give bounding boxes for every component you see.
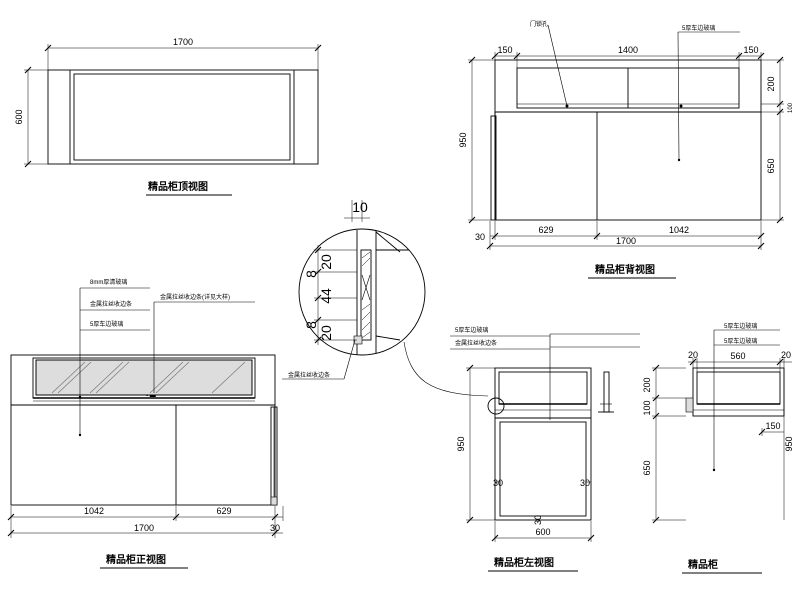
right-top-a-dim: 20 (688, 350, 698, 360)
left-label-1: 5厚车边玻璃 (455, 326, 488, 334)
back-top-left-dim: 150 (497, 45, 512, 55)
detail-d1-dim: 8 (303, 270, 319, 278)
right-h1-dim: 200 (642, 377, 652, 392)
front-view-outline (10, 354, 276, 506)
front-bot-a-dim: 1042 (84, 506, 104, 516)
right-top-c-dim: 20 (781, 350, 791, 360)
right-view-outline (692, 367, 785, 417)
right-label-1: 5厚车边玻璃 (724, 322, 757, 330)
front-view-title: 精品柜正视图 (106, 553, 166, 566)
front-bot-right-dim: 30 (270, 523, 280, 533)
front-bot-b-dim: 629 (216, 506, 231, 516)
detail-top-dim: 10 (352, 199, 368, 215)
front-label-4: 5厚车边玻璃 (90, 320, 123, 328)
detail-label: 金属拉丝收边条 (288, 371, 330, 379)
back-right-top-dim: 200 (766, 76, 776, 91)
left-side-b-dim: 30 (580, 478, 590, 488)
back-bot-a-dim: 629 (538, 225, 553, 235)
back-right-mid-dim: 100 (788, 102, 794, 113)
detail-circle (298, 228, 426, 356)
detail-d2-dim: 20 (318, 254, 334, 270)
detail-d3-dim: 44 (318, 288, 334, 304)
top-depth-dim: 600 (14, 109, 24, 124)
left-bottom-dim: 30 (533, 515, 543, 525)
right-view-title: 精品柜 (688, 558, 718, 571)
left-view: 5厚车边玻璃 金属拉丝收边条 950 30 30 30 600 精品柜左视图 (450, 326, 640, 572)
back-top-mid-dim: 1400 (618, 45, 638, 55)
top-view-outline (47, 69, 319, 165)
front-label-1: 8mm厚清玻璃 (90, 278, 127, 286)
right-top-b-dim: 560 (730, 351, 745, 361)
back-bot-b-dim: 1042 (669, 225, 689, 235)
left-width-dim: 600 (535, 527, 550, 537)
detail-d5-dim: 20 (318, 325, 334, 341)
back-bot-left-dim: 30 (475, 232, 485, 242)
right-h3-dim: 650 (642, 460, 652, 475)
right-view: 5厚车边玻璃 5厚车边玻璃 20 560 20 200 100 650 150 … (642, 322, 794, 574)
back-view-title: 精品柜背视图 (595, 263, 655, 276)
top-view-title: 精品柜顶视图 (148, 180, 208, 193)
left-view-title: 精品柜左视图 (494, 556, 554, 569)
right-label-2: 5厚车边玻璃 (724, 337, 757, 345)
front-label-2: 金属拉丝收边条 (90, 300, 132, 308)
front-view: 8mm厚清玻璃 金属拉丝收边条 金属拉丝收边条(详见大样) 5厚车边玻璃 ▪ ▬… (7, 278, 284, 569)
front-label-3: 金属拉丝收边条(详见大样) (160, 293, 230, 301)
detail-d4-dim: 8 (303, 321, 319, 329)
front-lock-mark: ▪ ▬ (146, 393, 156, 399)
right-h2-dim: 100 (642, 400, 652, 415)
back-right-bot-dim: 650 (766, 158, 776, 173)
back-glass-label: 5厚车边玻璃 (682, 24, 715, 32)
back-height-dim: 950 (458, 132, 468, 147)
front-bot-total-dim: 1700 (134, 523, 154, 533)
top-view-glass (73, 73, 291, 161)
top-width-dim: 1700 (173, 37, 193, 47)
left-height-dim: 950 (456, 436, 466, 451)
right-h-dim: 950 (784, 436, 794, 451)
left-side-a-dim: 30 (493, 478, 503, 488)
back-lock-label: 门锁孔 (530, 20, 548, 28)
right-w-dim: 150 (765, 421, 780, 431)
left-detail-marker (487, 397, 505, 415)
left-label-2: 金属拉丝收边条 (455, 339, 497, 347)
back-top-right-dim: 150 (743, 45, 758, 55)
back-bot-total-dim: 1700 (616, 236, 636, 246)
left-view-outline (494, 367, 592, 521)
back-view: 门锁孔 5厚车边玻璃 150 1400 150 950 200 100 65 (458, 20, 794, 279)
detail-view: 10 8 20 44 8 20 金属拉丝收边条 (282, 199, 489, 397)
top-view: 1700 600 精品柜顶视图 (14, 37, 322, 196)
